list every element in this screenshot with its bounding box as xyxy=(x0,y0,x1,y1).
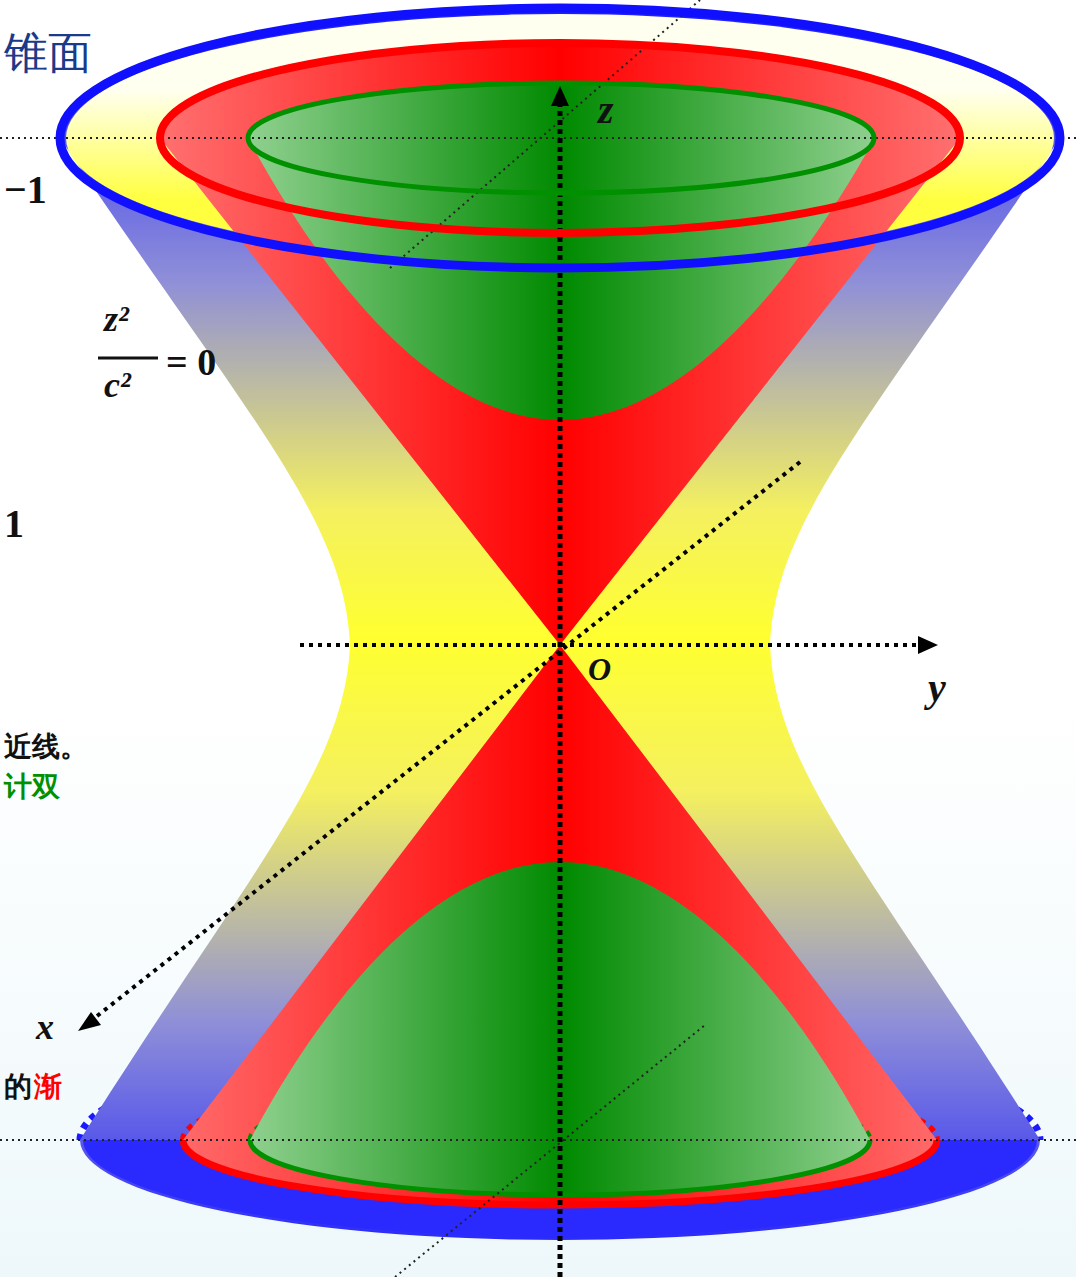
level-line xyxy=(0,1139,1076,1141)
note-fragment: 计双 xyxy=(4,772,60,803)
note-fragment: 渐 xyxy=(34,1072,62,1103)
axis-label: z xyxy=(598,88,614,132)
green-top-ellipse xyxy=(248,83,874,193)
origin-label: O xyxy=(588,652,611,687)
equation-fragment: −1 xyxy=(4,168,47,212)
two-sheet-lower xyxy=(250,862,870,1195)
y-axis xyxy=(300,643,920,647)
blue-top-ellipse xyxy=(60,8,1060,268)
equation-fragment: c² xyxy=(104,366,131,406)
one-sheet-hyperboloid xyxy=(60,8,1060,1240)
axis-arrow xyxy=(78,1012,101,1031)
note-fragment: 近线。 xyxy=(4,732,88,763)
equation-fragment: z² xyxy=(104,300,129,340)
equation-fragment: 1 xyxy=(4,502,24,546)
z-axis xyxy=(558,100,563,1277)
slant-line xyxy=(395,1025,705,1277)
note-fragment: 的 xyxy=(4,1072,32,1103)
title-fragment: 锥面 xyxy=(4,30,92,78)
axis-label: x xyxy=(36,1008,54,1048)
red-top-ellipse xyxy=(160,43,960,233)
axis-arrow xyxy=(918,636,938,654)
fraction-bar xyxy=(98,357,158,360)
equation-fragment: = 0 xyxy=(166,342,216,384)
axis-label: y xyxy=(928,666,946,710)
x-axis xyxy=(92,462,800,1020)
axis-arrow xyxy=(551,86,569,106)
